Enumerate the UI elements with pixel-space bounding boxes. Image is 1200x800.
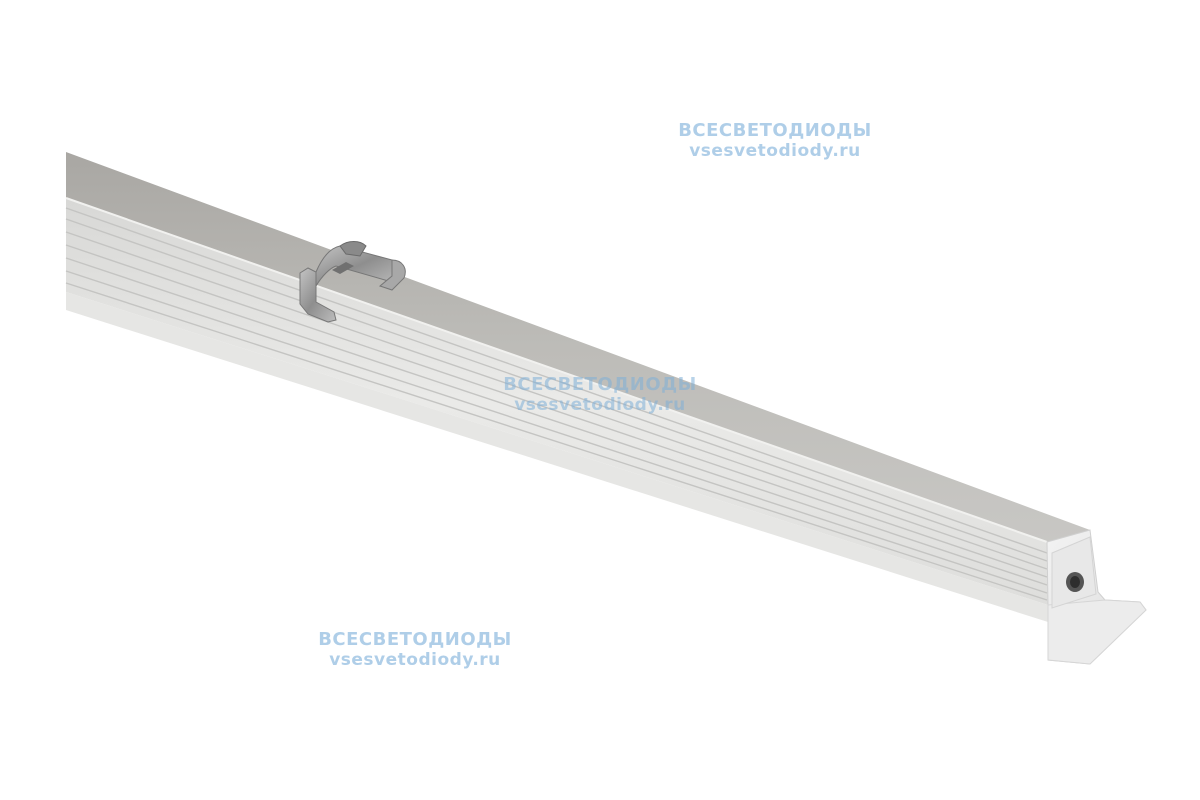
profile-top-edge xyxy=(65,197,1048,543)
profile-side-face xyxy=(66,198,1048,605)
end-cap xyxy=(1046,529,1147,665)
profile-top-face xyxy=(66,152,1090,542)
mounting-clip xyxy=(299,241,406,323)
profile-grooves xyxy=(65,207,1048,601)
